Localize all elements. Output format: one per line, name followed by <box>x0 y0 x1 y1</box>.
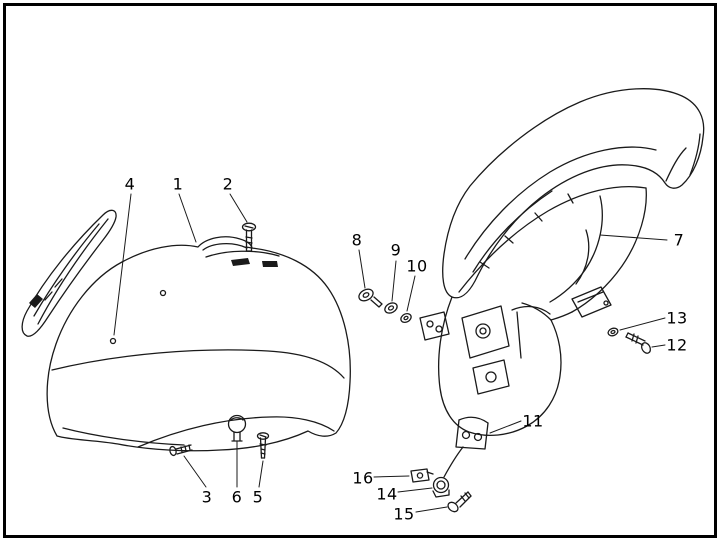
callout-8: 8 <box>351 230 363 250</box>
fastener-8-shaft <box>370 296 383 308</box>
leader-line-7 <box>599 234 668 241</box>
callout-11: 11 <box>522 411 544 431</box>
clamp-14-drawing <box>432 446 464 498</box>
callout-16: 16 <box>352 468 374 488</box>
front-fender-drawing <box>46 236 351 452</box>
washer-13-drawing <box>607 327 619 337</box>
callout-12: 12 <box>666 335 688 355</box>
leader-line-5 <box>258 460 264 488</box>
leader-line-15 <box>415 506 448 513</box>
fastener-8-drawing <box>358 288 374 302</box>
leader-line-1 <box>178 193 197 243</box>
callout-5: 5 <box>252 487 264 507</box>
rear-fender-drawing <box>419 88 705 450</box>
leader-line-4 <box>113 193 132 336</box>
leader-line-3 <box>183 455 207 488</box>
leader-line-8 <box>358 249 366 289</box>
callout-1: 1 <box>172 174 184 194</box>
leader-line-13 <box>619 317 666 331</box>
leader-line-12 <box>651 344 666 348</box>
callout-4: 4 <box>124 174 136 194</box>
leader-line-10 <box>406 275 416 312</box>
screw-15-drawing <box>447 491 472 513</box>
front-trim-drawing <box>21 209 117 337</box>
leader-line-11 <box>489 420 522 434</box>
screw-12-drawing <box>625 332 652 354</box>
leader-line-16 <box>373 475 410 478</box>
callout-13: 13 <box>666 308 688 328</box>
callout-10: 10 <box>406 256 428 276</box>
leader-line-14 <box>397 487 433 493</box>
callout-2: 2 <box>222 174 234 194</box>
callout-6: 6 <box>231 487 243 507</box>
screw-2-drawing <box>241 222 257 252</box>
callout-9: 9 <box>390 240 402 260</box>
leader-lines <box>113 193 668 513</box>
leader-line-9 <box>391 260 397 302</box>
callout-15: 15 <box>393 504 415 524</box>
screw-5-drawing <box>256 432 270 459</box>
washer-9-drawing <box>384 302 398 314</box>
callout-14: 14 <box>376 484 398 504</box>
clip-16-drawing <box>410 468 434 483</box>
nut-10-drawing <box>400 313 412 323</box>
screw-3-drawing <box>169 444 193 457</box>
callout-7: 7 <box>673 230 685 250</box>
leader-line-2 <box>229 193 248 223</box>
callout-3: 3 <box>201 487 213 507</box>
